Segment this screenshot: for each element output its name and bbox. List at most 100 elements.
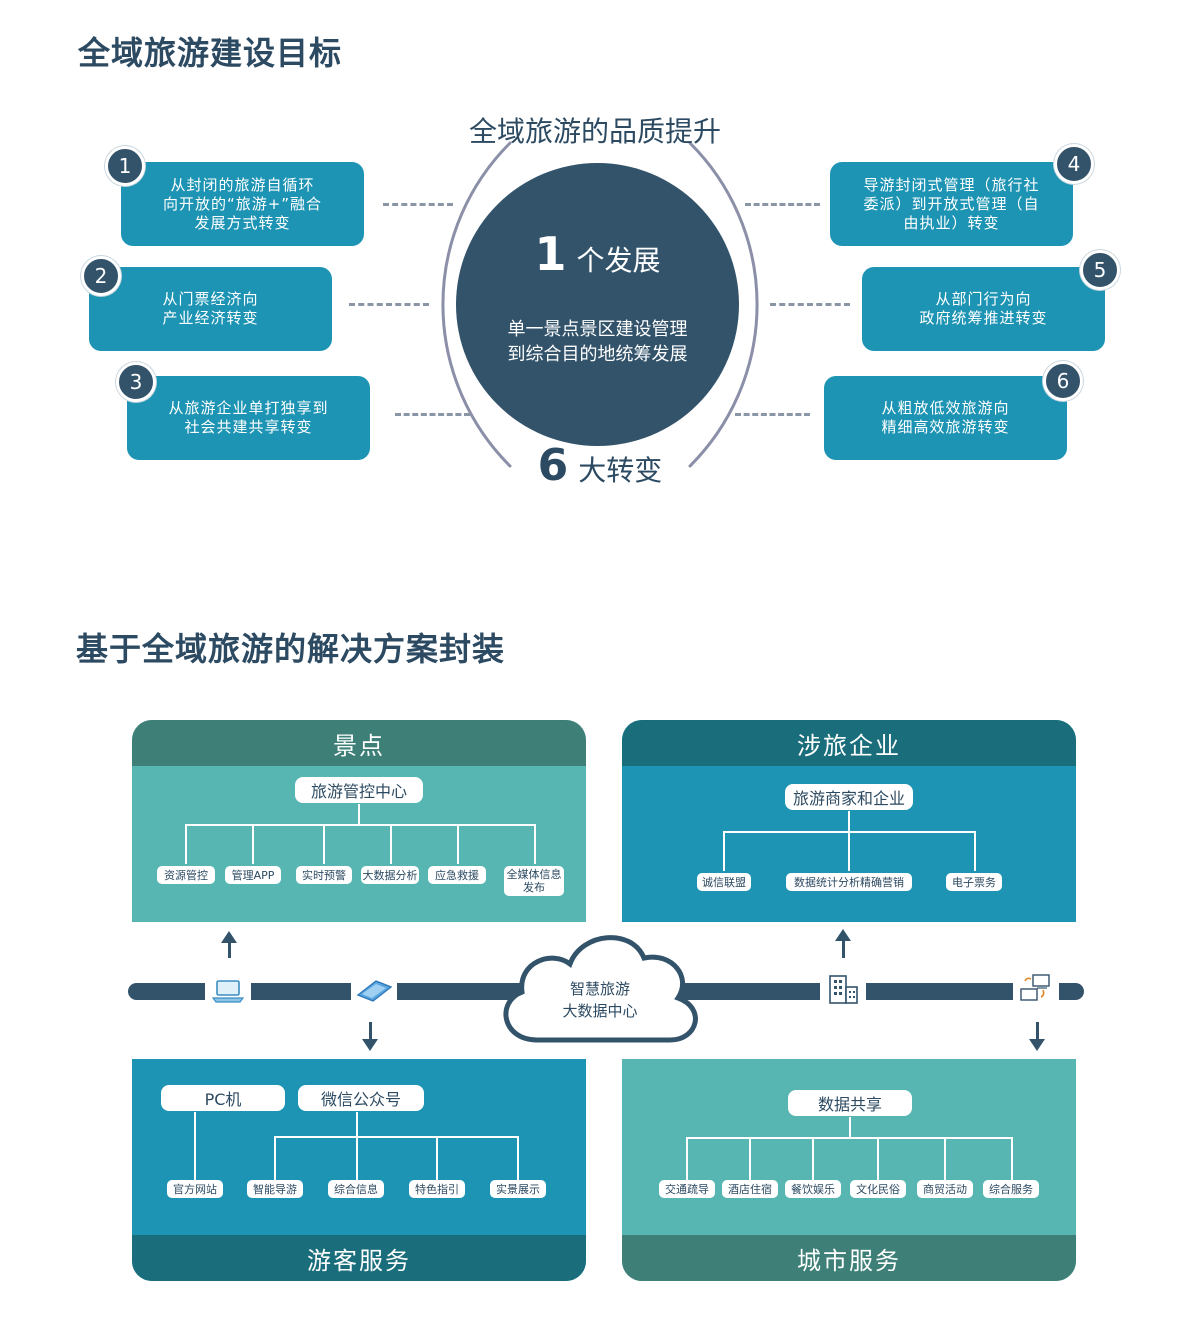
badge-6: 6 — [1043, 361, 1083, 401]
panel-enterprise-title: 涉旅企业 — [622, 720, 1076, 766]
change-box-5: 从部门行为向政府统筹推进转变 — [862, 267, 1105, 351]
change-line: 发展方式转变 — [194, 213, 291, 232]
connector-line — [770, 303, 850, 306]
center-circle: 1 个发展 单一景点景区建设管理 到综合目的地统筹发展 — [456, 163, 739, 446]
arrow-shaft — [1036, 1022, 1039, 1040]
enterprise-leaf: 诚信联盟 — [697, 873, 751, 891]
arrow-down-icon — [1029, 1039, 1045, 1051]
six-label: 大转变 — [578, 454, 663, 487]
six-changes-heading: 6 大转变 — [440, 440, 760, 491]
tree-line — [686, 1137, 1012, 1139]
tree-line — [974, 831, 976, 871]
scenic-leaf: 全媒体信息发布 — [504, 866, 564, 896]
panel-city: 数据共享 交通疏导 酒店住宿 餐饮娱乐 文化民俗 商贸活动 综合服务 城市服务 — [622, 1059, 1076, 1281]
tree-line — [390, 824, 392, 864]
tree-line — [356, 1136, 358, 1180]
change-line: 从旅游企业单打独享到 — [168, 399, 329, 417]
tree-line — [848, 831, 850, 871]
panel-city-title: 城市服务 — [622, 1235, 1076, 1281]
cloud-label: 智慧旅游 大数据中心 — [528, 978, 672, 1022]
change-line: 精细高效旅游转变 — [881, 418, 1010, 436]
tree-line — [1011, 1137, 1013, 1180]
panel-visitor-title: 游客服务 — [132, 1235, 586, 1281]
tree-line — [252, 824, 254, 864]
center-desc-line: 单一景点景区建设管理 — [507, 319, 688, 340]
change-line: 社会共建共享转变 — [184, 418, 313, 436]
center-label: 个发展 — [576, 244, 661, 277]
visitor-leaf: 实景展示 — [490, 1180, 546, 1198]
center-desc-line: 到综合目的地统筹发展 — [507, 344, 688, 365]
tree-line — [436, 1136, 438, 1180]
change-line: 委派）到开放式管理（自 — [863, 194, 1040, 213]
badge-2: 2 — [81, 256, 121, 296]
tree-line — [274, 1136, 276, 1180]
change-line: 导游封闭式管理（旅行社 — [863, 175, 1040, 194]
enterprise-root: 旅游商家和企业 — [785, 784, 913, 810]
city-leaf: 酒店住宿 — [722, 1180, 778, 1198]
six-number: 6 — [537, 440, 569, 491]
tree-line — [812, 1137, 814, 1180]
city-leaf: 文化民俗 — [850, 1180, 906, 1198]
change-line: 从粗放低效旅游向 — [881, 399, 1010, 417]
scenic-leaf: 实时预警 — [296, 866, 352, 884]
panel-visitor: PC机 微信公众号 官方网站 智能导游 综合信息 特色指引 实景展示 游客服务 — [132, 1059, 586, 1281]
connector-line — [349, 303, 429, 306]
visitor-leaf: 智能导游 — [247, 1180, 303, 1198]
change-line: 产业经济转变 — [162, 309, 259, 327]
section-title-solution: 基于全域旅游的解决方案封装 — [76, 630, 506, 668]
connector-line — [383, 203, 453, 206]
tree-line — [517, 1136, 519, 1180]
tree-line — [185, 824, 187, 864]
city-root: 数据共享 — [788, 1090, 912, 1116]
panel-enterprise: 涉旅企业 旅游商家和企业 诚信联盟 数据统计分析精确营销 电子票务 — [622, 720, 1076, 922]
section-title-goals: 全域旅游建设目标 — [78, 34, 343, 72]
arrow-shaft — [842, 940, 845, 958]
visitor-pc-leaf: 官方网站 — [167, 1180, 223, 1198]
badge-5: 5 — [1080, 250, 1120, 290]
tree-line — [686, 1137, 688, 1180]
change-line: 从部门行为向 — [935, 290, 1032, 308]
building-icon — [820, 969, 866, 1009]
change-line: 政府统筹推进转变 — [919, 309, 1048, 327]
arrow-up-icon — [835, 929, 851, 941]
tree-line — [848, 811, 850, 831]
visitor-root-pc: PC机 — [161, 1085, 285, 1111]
tree-line — [749, 1137, 751, 1180]
visitor-root-wechat: 微信公众号 — [298, 1085, 424, 1111]
change-box-2: 从门票经济向产业经济转变 — [89, 267, 332, 351]
enterprise-leaf: 电子票务 — [946, 873, 1002, 891]
city-leaf: 商贸活动 — [917, 1180, 973, 1198]
tree-line — [849, 1117, 851, 1137]
change-line: 从封闭的旅游自循环 — [170, 175, 315, 194]
city-leaf: 餐饮娱乐 — [785, 1180, 841, 1198]
laptop-icon — [205, 971, 251, 1011]
change-box-1: 从封闭的旅游自循环向开放的“旅游+”融合发展方式转变 — [121, 162, 364, 246]
change-box-3: 从旅游企业单打独享到社会共建共享转变 — [127, 376, 370, 460]
tree-line — [194, 1112, 196, 1180]
cloud-label-line: 大数据中心 — [562, 1002, 638, 1020]
enterprise-leaf: 数据统计分析精确营销 — [786, 873, 912, 891]
center-number: 1 — [534, 227, 567, 281]
connector-line — [395, 413, 470, 416]
badge-3: 3 — [116, 362, 156, 402]
tablet-icon — [351, 971, 397, 1011]
tree-line — [723, 831, 725, 871]
center-description: 单一景点景区建设管理 到综合目的地统筹发展 — [456, 317, 739, 367]
scenic-leaf: 大数据分析 — [361, 866, 419, 884]
cloud-icon — [503, 935, 698, 1043]
network-computers-icon — [1013, 969, 1059, 1009]
scenic-leaf: 应急救援 — [428, 866, 486, 884]
change-line: 从门票经济向 — [162, 290, 259, 308]
tree-line — [185, 824, 535, 826]
badge-4: 4 — [1054, 144, 1094, 184]
panel-scenic-title: 景点 — [132, 720, 586, 766]
panel-scenic: 景点 旅游管控中心 资源管控 管理APP 实时预警 大数据分析 应急救援 全媒体… — [132, 720, 586, 922]
change-line: 由执业）转变 — [903, 213, 1000, 232]
tree-line — [323, 824, 325, 864]
connector-line — [735, 413, 810, 416]
scenic-leaf: 资源管控 — [157, 866, 215, 884]
change-line: 向开放的“旅游+”融合 — [162, 194, 323, 213]
arrow-shaft — [228, 942, 231, 958]
quality-heading: 全域旅游的品质提升 — [468, 115, 721, 148]
circle-arcs — [441, 141, 759, 468]
